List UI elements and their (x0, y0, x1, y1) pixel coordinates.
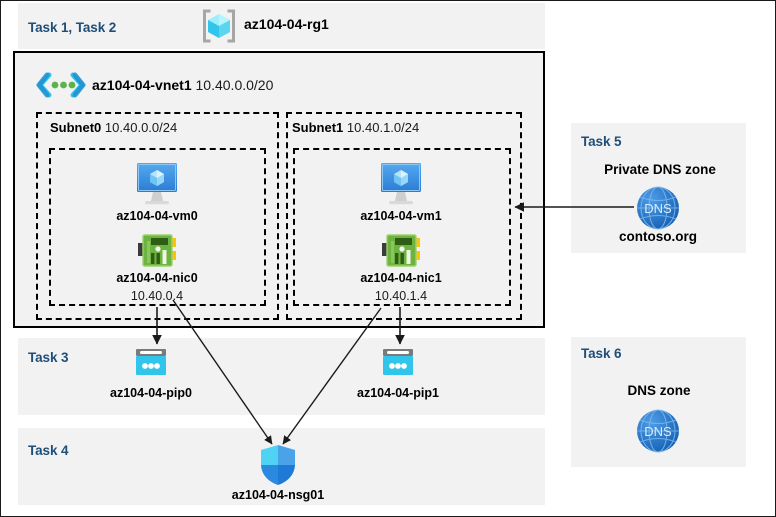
dns-icon-text: DNS (644, 201, 672, 216)
public-ip-address-icon (134, 347, 168, 377)
nsg-label: az104-04-nsg01 (231, 488, 325, 502)
pip0-label: az104-04-pip0 (110, 386, 192, 400)
resource-group-icon (200, 7, 238, 45)
subnet0-prefix: 10.40.0.0/24 (104, 120, 178, 135)
public-ip-address-icon (381, 347, 415, 377)
nic0-label: az104-04-nic0 (116, 271, 198, 285)
vnet-name-and-address: az104-04-vnet1 10.40.0.0/20 (92, 77, 274, 93)
vm0-label: az104-04-vm0 (116, 209, 198, 223)
subnet0-name-and-prefix: Subnet0 10.40.0.0/24 (50, 120, 178, 135)
nic1-label: az104-04-nic1 (360, 271, 442, 285)
nic1-private-ip: 10.40.1.4 (374, 289, 428, 303)
public-dns-title: DNS zone (627, 383, 691, 398)
subnet1-name-and-prefix: Subnet1 10.40.1.0/24 (292, 120, 420, 135)
private-dns-title: Private DNS zone (604, 162, 716, 177)
resource-group-panel (18, 3, 545, 49)
task-label-3: Task 3 (28, 350, 69, 365)
dns-icon-text: DNS (644, 424, 672, 439)
network-interface-icon (138, 233, 177, 269)
dns-zone-icon: DNS (634, 407, 682, 455)
task-label-6: Task 6 (581, 346, 622, 361)
subnet1-prefix: 10.40.1.0/24 (346, 120, 420, 135)
task-label-1-2: Task 1, Task 2 (28, 20, 117, 35)
private-dns-zone-name: contoso.org (619, 229, 697, 244)
network-security-group-icon (259, 444, 297, 486)
public-ip-panel (18, 338, 545, 415)
virtual-machine-icon (375, 160, 427, 206)
network-interface-icon (382, 233, 421, 269)
pip1-label: az104-04-pip1 (357, 386, 439, 400)
vm1-label: az104-04-vm1 (360, 209, 442, 223)
task-label-5: Task 5 (581, 134, 622, 149)
resource-group-name: az104-04-rg1 (244, 16, 329, 32)
vnet-address-space: 10.40.0.0/20 (195, 77, 274, 93)
dns-zone-icon: DNS (634, 184, 682, 232)
virtual-network-icon (34, 70, 88, 100)
task-label-4: Task 4 (28, 443, 69, 458)
virtual-machine-icon (131, 160, 183, 206)
nic0-private-ip: 10.40.0.4 (130, 289, 184, 303)
